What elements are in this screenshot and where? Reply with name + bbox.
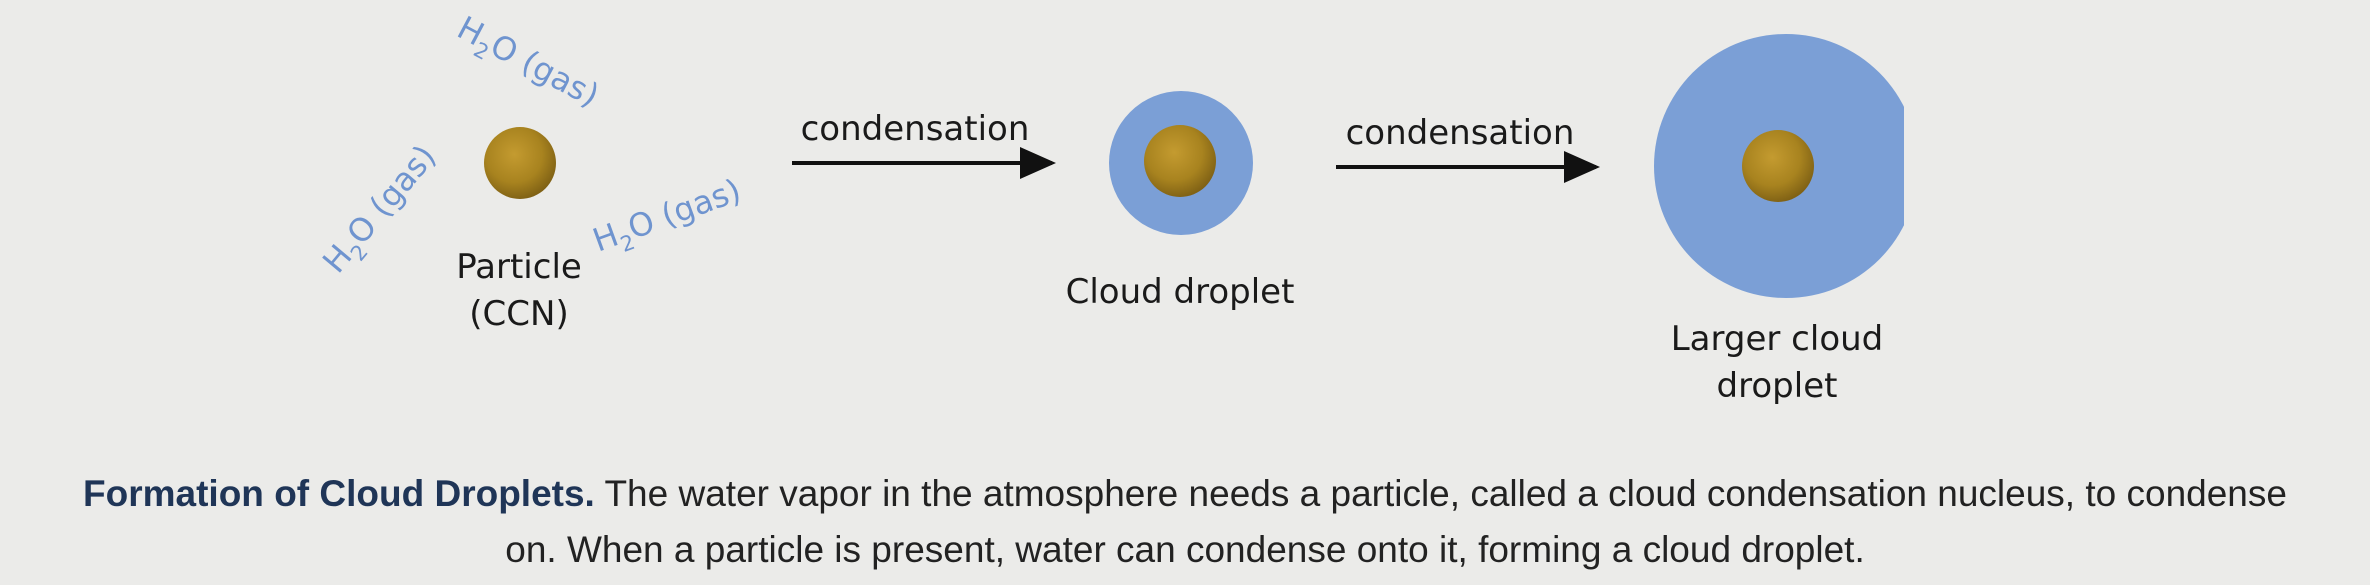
large-droplet-label-line2: droplet	[1717, 366, 1838, 406]
figure-caption: Formation of Cloud Droplets. The water v…	[0, 466, 2370, 578]
arrow2-label: condensation	[1346, 113, 1575, 153]
caption-line-1: Formation of Cloud Droplets. The water v…	[0, 466, 2370, 522]
particle-label-line1: Particle	[456, 247, 582, 287]
droplet-label: Cloud droplet	[1066, 272, 1295, 312]
particle-ccn	[484, 127, 556, 199]
larger-droplet-nucleus	[1742, 130, 1814, 202]
caption-body-line1: The water vapor in the atmosphere needs …	[594, 473, 2287, 514]
caption-title: Formation of Cloud Droplets.	[83, 473, 595, 514]
caption-line-2: on. When a particle is present, water ca…	[505, 529, 1865, 570]
droplet-nucleus	[1144, 125, 1216, 197]
cloud-droplet-diagram: H2O (gas) H2O (gas) H2O (gas) Particle (…	[315, 9, 1904, 406]
vapor-label-top: H2O (gas)	[448, 9, 605, 120]
vapor-label-left: H2O (gas)	[315, 137, 448, 284]
vapor-label-right: H2O (gas)	[588, 171, 748, 265]
arrow1-label: condensation	[801, 109, 1030, 149]
particle-label-line2: (CCN)	[469, 294, 568, 334]
large-droplet-label-line1: Larger cloud	[1671, 319, 1884, 359]
